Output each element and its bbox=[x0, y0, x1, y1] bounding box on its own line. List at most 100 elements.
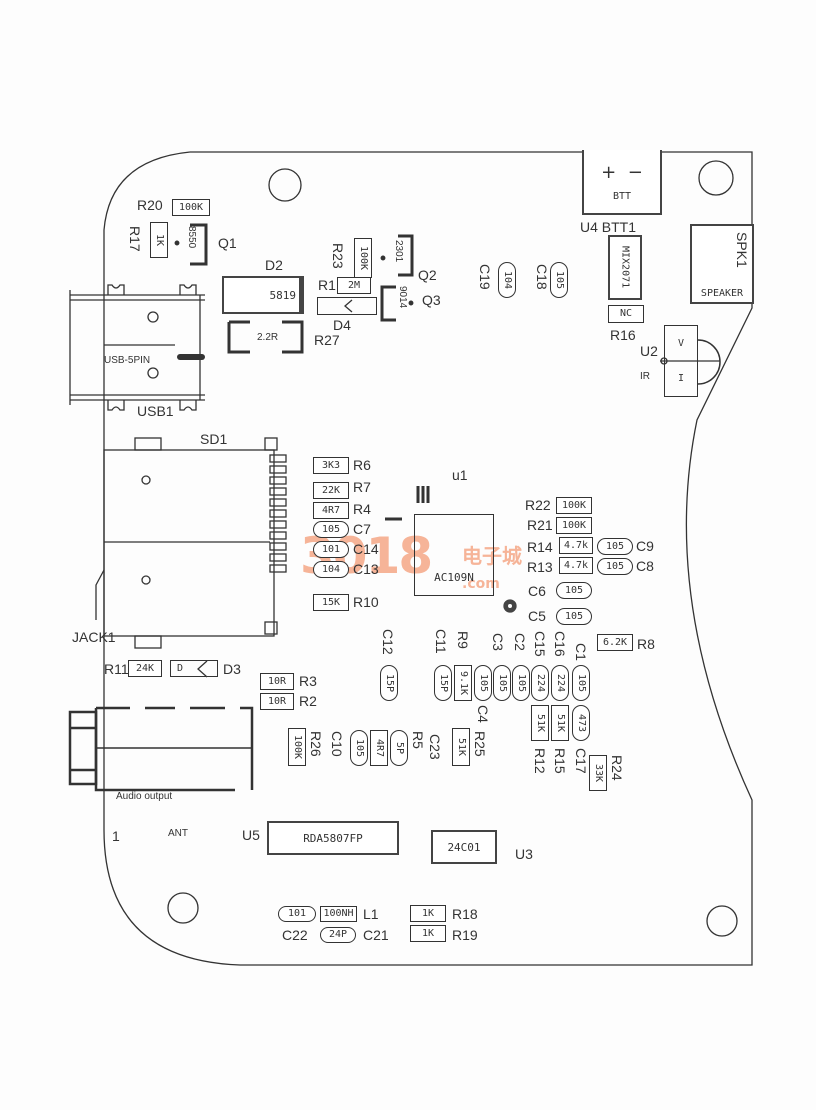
c8-value: 105 bbox=[597, 558, 633, 575]
q2-ref: Q2 bbox=[418, 267, 437, 283]
d2-value: 5819 bbox=[269, 288, 297, 302]
c11-value: 15P bbox=[434, 665, 452, 701]
btt-value: BTT bbox=[612, 190, 632, 202]
c13-ref: C13 bbox=[353, 561, 379, 577]
q1-ref: Q1 bbox=[218, 235, 237, 251]
c4-ref: C4 bbox=[475, 705, 491, 723]
d3-ref: D3 bbox=[223, 661, 241, 677]
c5-value: 105 bbox=[556, 608, 592, 625]
r7-ref: R7 bbox=[353, 479, 371, 495]
r27-outline bbox=[227, 320, 304, 354]
u5-value: RDA5807FP bbox=[303, 831, 363, 845]
r13-value: 4.7k bbox=[559, 557, 593, 574]
mount-hole bbox=[698, 160, 734, 196]
ir-receiver-dome bbox=[697, 339, 721, 385]
r6-ref: R6 bbox=[353, 457, 371, 473]
sd-pin bbox=[269, 542, 287, 551]
r18-value: 1K bbox=[410, 905, 446, 922]
r19-value: 1K bbox=[410, 925, 446, 942]
sd-pin bbox=[269, 509, 287, 518]
speaker-value: SPEAKER bbox=[700, 288, 744, 299]
ant-pin-1: 1 bbox=[112, 828, 120, 844]
r12-value: 51K bbox=[531, 705, 549, 741]
r6-value: 3K3 bbox=[313, 457, 349, 474]
r5-value: 4R7 bbox=[370, 730, 388, 766]
c14-ref: C14 bbox=[353, 541, 379, 557]
battery-connector: + − BTT bbox=[582, 150, 662, 215]
r5-ref: R5 bbox=[410, 731, 426, 749]
ant-label: ANT bbox=[168, 828, 188, 839]
c10-value: 105 bbox=[350, 730, 368, 766]
c1-ref: C1 bbox=[573, 643, 589, 661]
r20-ref: R20 bbox=[137, 197, 163, 213]
r21-ref: R21 bbox=[527, 517, 553, 533]
r25-ref: R25 bbox=[472, 731, 488, 757]
c21-ref: C21 bbox=[363, 927, 389, 943]
c2-value: 105 bbox=[512, 665, 530, 701]
pin-i: I bbox=[677, 372, 685, 384]
c17-value: 473 bbox=[572, 705, 590, 741]
d3-value: D bbox=[177, 662, 184, 674]
r27-value: 2.2R bbox=[257, 332, 279, 343]
u3-chip: 24C01 bbox=[431, 830, 497, 864]
c1-value: 105 bbox=[572, 665, 590, 701]
c11-ref: C11 bbox=[433, 629, 449, 654]
q1-outline bbox=[190, 223, 208, 266]
r4-ref: R4 bbox=[353, 501, 371, 517]
r16-value: NC bbox=[608, 305, 644, 323]
board-edge bbox=[103, 151, 753, 966]
r7-value: 22K bbox=[313, 482, 349, 499]
r15-value: 51K bbox=[551, 705, 569, 741]
r10-ref: R10 bbox=[353, 594, 379, 610]
r9-ref: R9 bbox=[455, 631, 471, 649]
d4-body bbox=[317, 297, 377, 315]
r25-value: 51K bbox=[452, 728, 470, 766]
r21-value: 100K bbox=[556, 517, 592, 534]
u1-chip: AC109N bbox=[414, 514, 494, 596]
u2-value: IR bbox=[640, 371, 650, 382]
q3-outline bbox=[380, 285, 396, 322]
r26-ref: R26 bbox=[308, 731, 324, 757]
r1-value: 2M bbox=[337, 277, 371, 294]
sd-pin bbox=[269, 520, 287, 529]
c4-value: 105 bbox=[474, 665, 492, 701]
c19-value: 104 bbox=[498, 262, 516, 298]
c23-value: 5P bbox=[390, 730, 408, 766]
r11-value: 24K bbox=[128, 660, 162, 677]
c16-value: 224 bbox=[551, 665, 569, 701]
watermark-sub: 电子城.com bbox=[462, 544, 522, 592]
mount-hole bbox=[706, 905, 738, 937]
u1-ref: u1 bbox=[452, 467, 468, 483]
r27-ref: R27 bbox=[314, 332, 340, 348]
c5-ref: C5 bbox=[528, 608, 546, 624]
r22-value: 100K bbox=[556, 497, 592, 514]
usb1-ref: USB1 bbox=[137, 403, 174, 419]
r19-ref: R19 bbox=[452, 927, 478, 943]
r26-value: 100K bbox=[288, 728, 306, 766]
jack1-ref: JACK1 bbox=[72, 629, 116, 645]
l1-value: 100NH bbox=[320, 906, 357, 922]
r3-value: 10R bbox=[260, 673, 294, 690]
u1-pin1-mark bbox=[416, 486, 430, 503]
r3-ref: R3 bbox=[299, 673, 317, 689]
q2-value: 2301 bbox=[393, 240, 404, 263]
c3-value: 105 bbox=[493, 665, 511, 701]
sd-pin bbox=[269, 531, 287, 540]
sd1-ref: SD1 bbox=[200, 431, 228, 447]
q3-value: 9014 bbox=[397, 286, 408, 309]
usb-connector bbox=[69, 284, 205, 411]
r14-value: 4.7k bbox=[559, 537, 593, 554]
pin-v: V bbox=[677, 337, 685, 349]
r2-ref: R2 bbox=[299, 693, 317, 709]
r13-ref: R13 bbox=[527, 559, 553, 575]
l1-ref: L1 bbox=[363, 906, 379, 922]
d2-ref: D2 bbox=[265, 257, 283, 273]
r1-ref: R1 bbox=[318, 277, 336, 293]
plus-icon: + bbox=[601, 161, 617, 183]
r8-value: 6.2K bbox=[597, 634, 633, 651]
c10-ref: C10 bbox=[329, 731, 345, 757]
c18-value: 105 bbox=[550, 262, 568, 298]
c9-ref: C9 bbox=[636, 538, 654, 554]
